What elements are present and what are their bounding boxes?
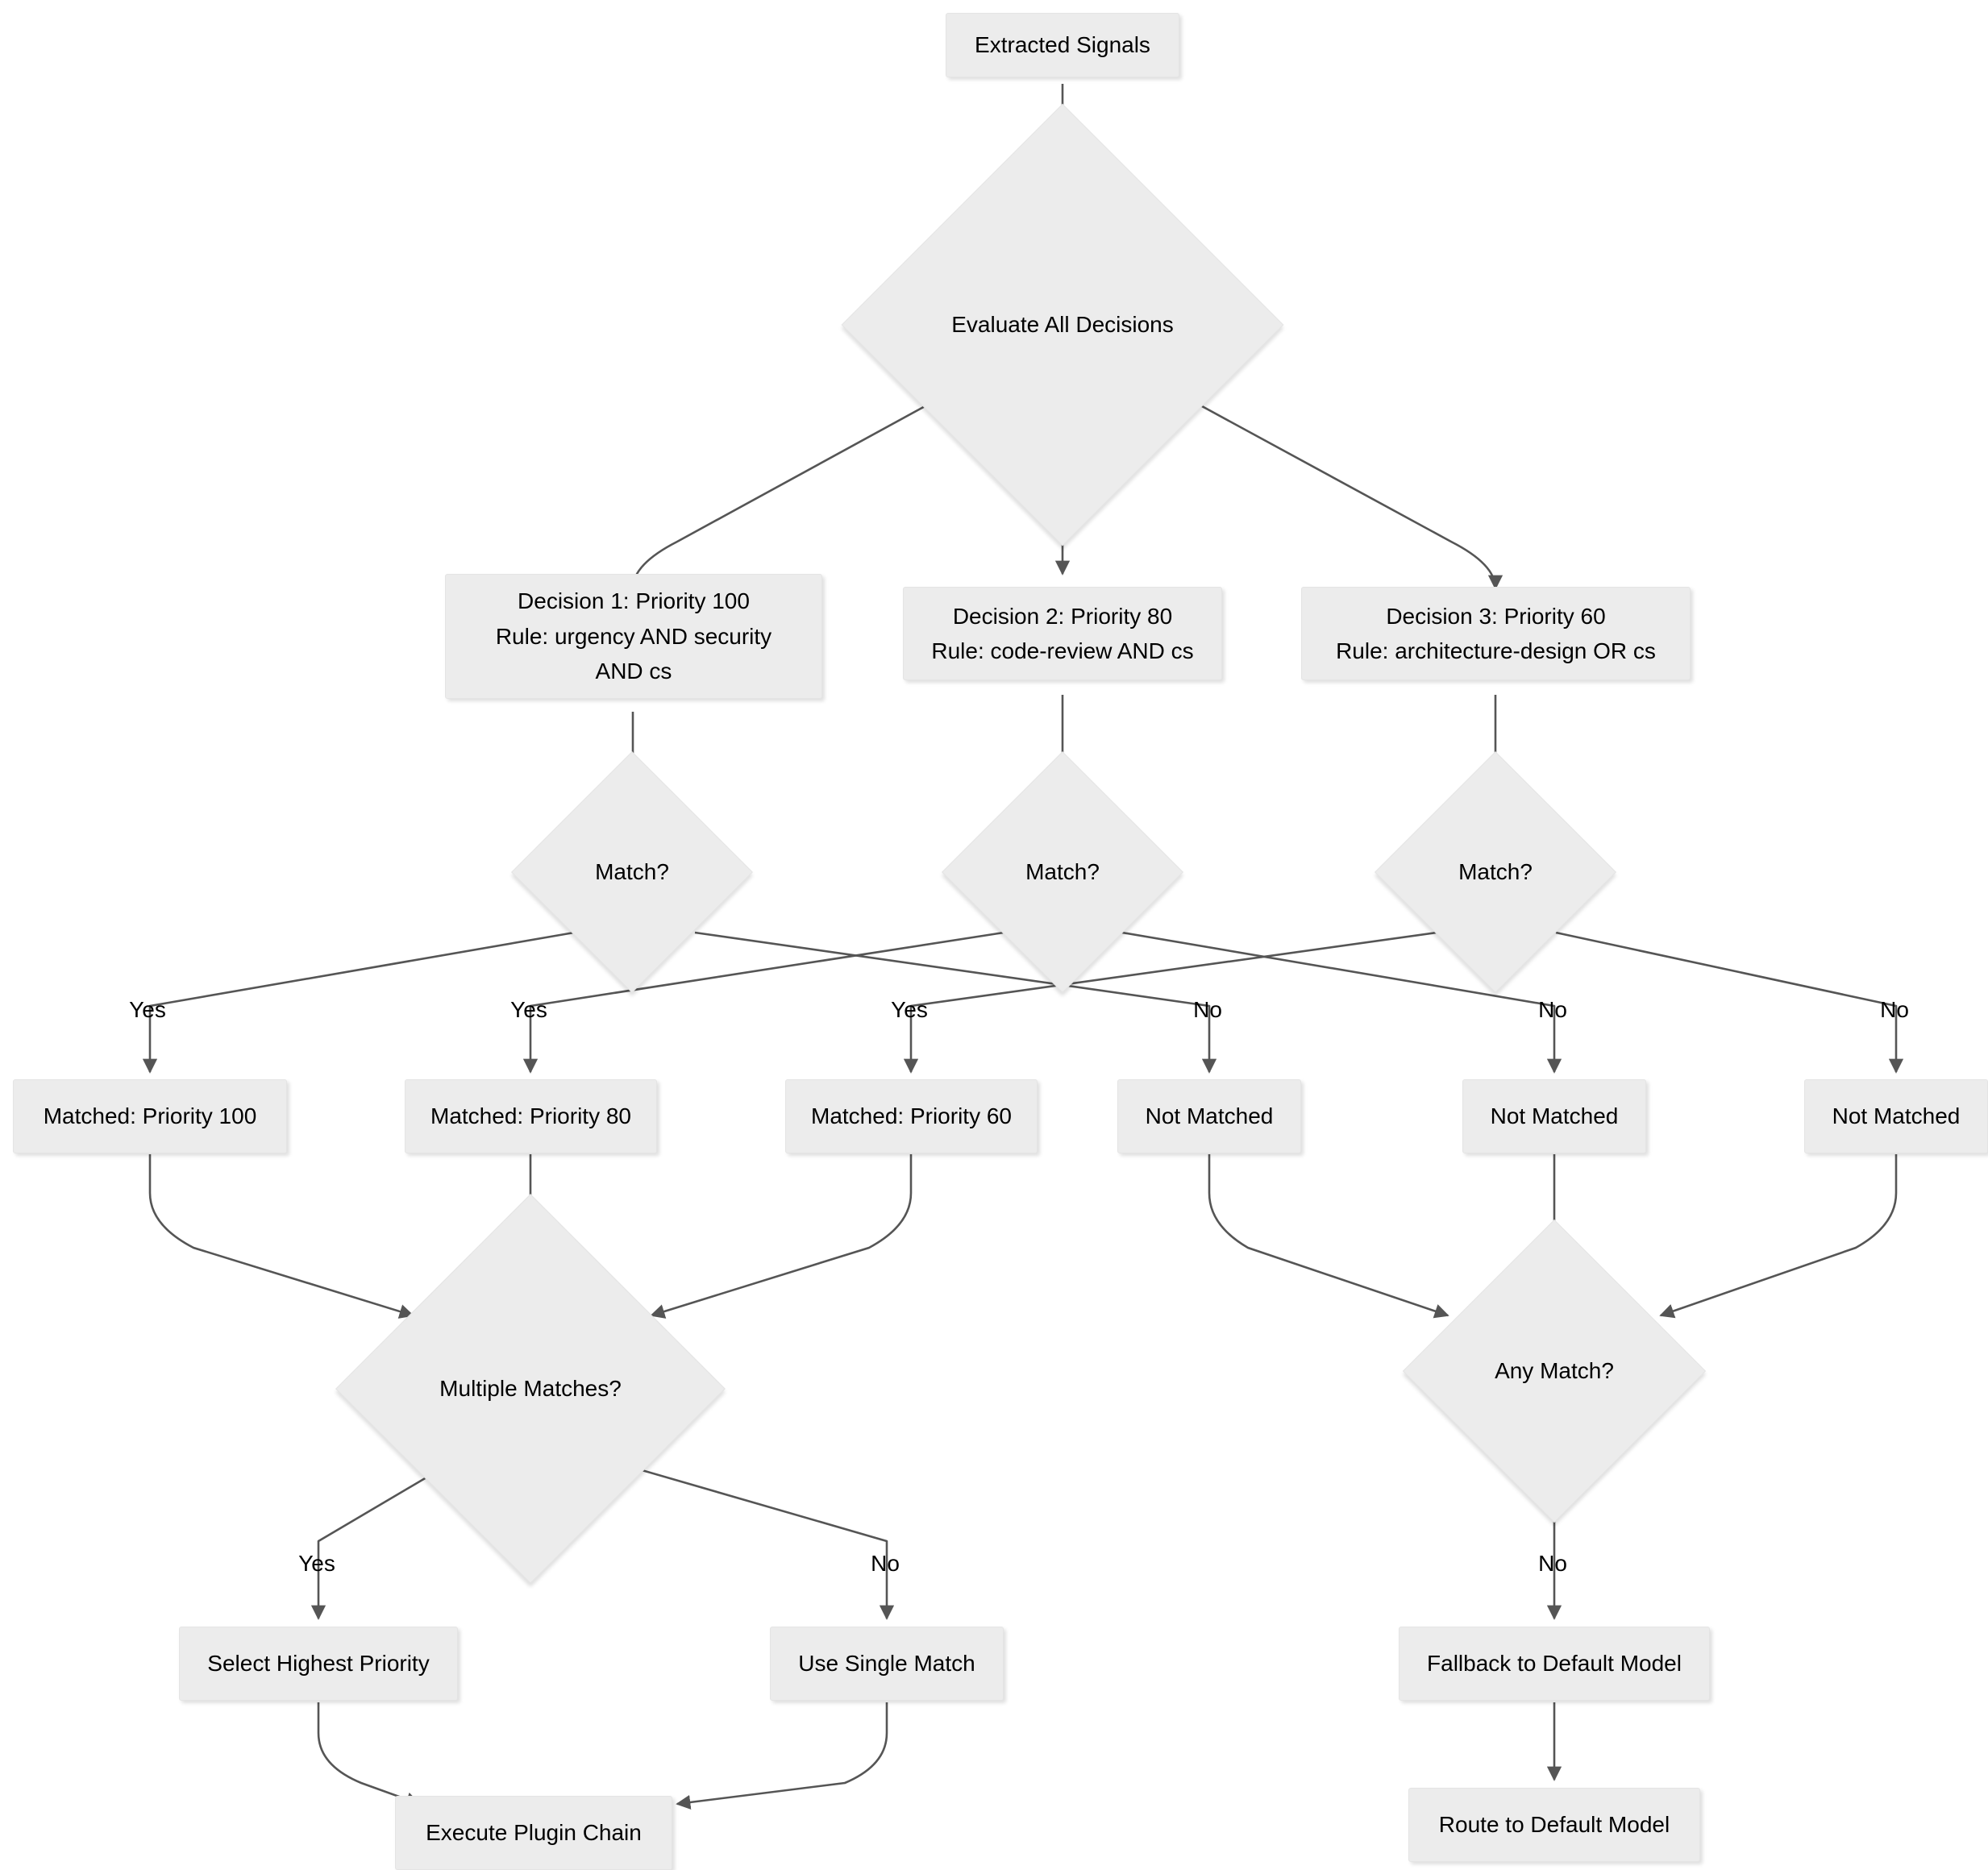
edge-label-multiple-yes: Yes	[298, 1551, 335, 1576]
node-label: Extracted Signals	[975, 32, 1150, 58]
node-extracted-signals[interactable]: Extracted Signals	[946, 13, 1179, 77]
edge-matched60-to-multiple	[650, 1154, 913, 1319]
edge-label-no-3: No	[1880, 997, 1909, 1022]
node-label: Not Matched	[1490, 1103, 1619, 1129]
node-label: Decision 1: Priority 100 Rule: urgency A…	[495, 588, 772, 684]
edge-notmatched3-to-anymatch	[1659, 1154, 1898, 1319]
node-label: Not Matched	[1145, 1103, 1274, 1129]
edge-label-yes-1: Yes	[129, 997, 166, 1022]
edge-selecthighest-to-execute	[317, 1702, 421, 1806]
node-match-2[interactable]: Match?	[942, 751, 1183, 993]
node-label: Decision 2: Priority 80 Rule: code-revie…	[931, 603, 1194, 663]
node-label: Route to Default Model	[1438, 1812, 1670, 1838]
node-use-single-match[interactable]: Use Single Match	[770, 1627, 1004, 1701]
node-fallback-to-default-model[interactable]: Fallback to Default Model	[1399, 1627, 1710, 1701]
node-decision-3[interactable]: Decision 3: Priority 60 Rule: architectu…	[1301, 587, 1691, 680]
node-label: Evaluate All Decisions	[951, 312, 1174, 337]
node-match-3[interactable]: Match?	[1375, 751, 1616, 993]
node-match-1[interactable]: Match?	[511, 751, 753, 993]
edge-label-yes-3: Yes	[891, 997, 928, 1022]
node-not-matched-1[interactable]: Not Matched	[1117, 1079, 1301, 1153]
node-label: Match?	[1025, 859, 1100, 884]
node-label: Matched: Priority 80	[430, 1103, 631, 1129]
node-label: Multiple Matches?	[439, 1376, 622, 1401]
edge-matched100-to-multiple	[148, 1154, 414, 1319]
node-label: Select Highest Priority	[207, 1651, 430, 1677]
node-matched-priority-60[interactable]: Matched: Priority 60	[785, 1079, 1038, 1153]
edge-match3-no	[1555, 931, 1904, 1074]
node-label: Matched: Priority 100	[43, 1103, 257, 1129]
node-not-matched-3[interactable]: Not Matched	[1804, 1079, 1988, 1153]
node-matched-priority-80[interactable]: Matched: Priority 80	[405, 1079, 657, 1153]
node-label: Fallback to Default Model	[1427, 1651, 1682, 1677]
node-label: Execute Plugin Chain	[426, 1820, 642, 1846]
node-label: Matched: Priority 60	[811, 1103, 1012, 1129]
node-multiple-matches[interactable]: Multiple Matches?	[335, 1194, 726, 1584]
node-evaluate-all-decisions[interactable]: Evaluate All Decisions	[841, 103, 1284, 546]
node-label: Use Single Match	[798, 1651, 975, 1677]
edge-label-no-1: No	[1193, 997, 1222, 1022]
edge-usesingle-to-execute	[676, 1702, 888, 1810]
node-decision-2[interactable]: Decision 2: Priority 80 Rule: code-revie…	[903, 587, 1222, 680]
node-label: Decision 3: Priority 60 Rule: architectu…	[1336, 603, 1656, 663]
edge-label-multiple-no: No	[871, 1551, 900, 1576]
node-label: Any Match?	[1495, 1358, 1614, 1383]
node-decision-1[interactable]: Decision 1: Priority 100 Rule: urgency A…	[445, 574, 822, 699]
node-select-highest-priority[interactable]: Select Highest Priority	[179, 1627, 458, 1701]
node-label: Not Matched	[1832, 1103, 1961, 1129]
node-route-to-default-model[interactable]: Route to Default Model	[1408, 1788, 1700, 1862]
node-label: Match?	[1458, 859, 1533, 884]
node-any-match[interactable]: Any Match?	[1402, 1219, 1707, 1523]
edge-label-anymatch-no: No	[1538, 1551, 1567, 1576]
node-label: Match?	[595, 859, 669, 884]
node-not-matched-2[interactable]: Not Matched	[1462, 1079, 1646, 1153]
node-execute-plugin-chain[interactable]: Execute Plugin Chain	[395, 1796, 672, 1870]
edge-label-yes-2: Yes	[510, 997, 547, 1022]
node-matched-priority-100[interactable]: Matched: Priority 100	[13, 1079, 287, 1153]
edge-notmatched1-to-anymatch	[1208, 1154, 1449, 1319]
edge-label-no-2: No	[1538, 997, 1567, 1022]
